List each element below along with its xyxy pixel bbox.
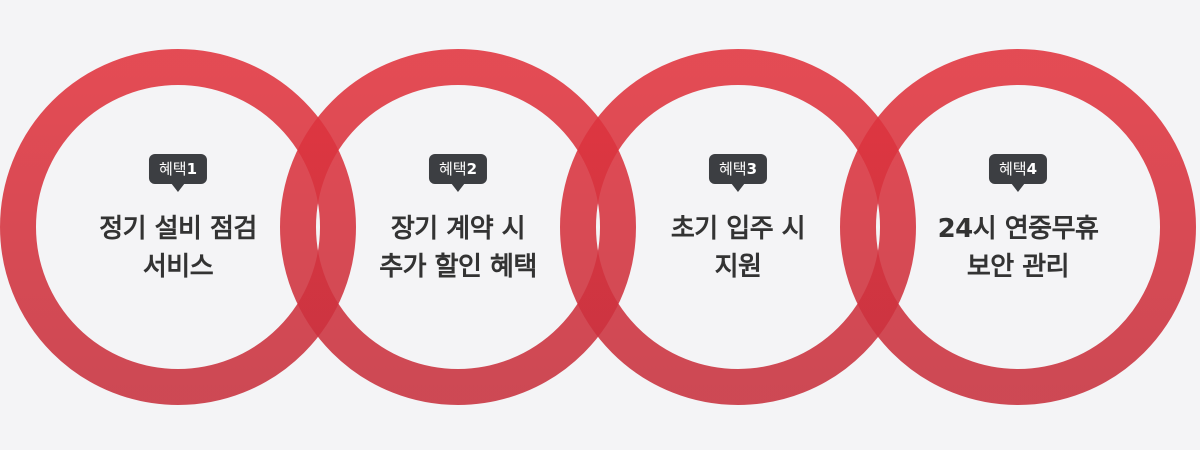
- benefit-title-line-1: 초기 입주 시: [670, 214, 806, 244]
- benefit-badge: 혜택4: [988, 154, 1048, 184]
- benefit-badge: 혜택2: [428, 154, 488, 184]
- badge-prefix: 혜택: [718, 160, 747, 178]
- ring-3: [560, 49, 916, 405]
- benefit-1: 혜택1 정기 설비 점검 서비스: [58, 0, 298, 450]
- benefit-badge: 혜택1: [148, 154, 208, 184]
- benefit-title-line-1: 장기 계약 시: [390, 214, 526, 244]
- benefit-title-line-1: 정기 설비 점검: [99, 214, 257, 244]
- badge-prefix: 혜택: [998, 160, 1027, 178]
- badge-prefix: 혜택: [158, 160, 187, 178]
- benefit-title-line-2: 서비스: [142, 252, 214, 282]
- benefit-4: 혜택4 24시 연중무휴 보안 관리: [898, 0, 1138, 450]
- benefit-title-line-2: 지원: [714, 252, 762, 282]
- ring-4: [840, 49, 1196, 405]
- benefit-title-line-2: 추가 할인 혜택: [379, 252, 537, 282]
- ring-2: [280, 49, 636, 405]
- benefit-title-line-2: 보안 관리: [966, 252, 1070, 282]
- badge-number: 4: [1026, 160, 1038, 178]
- benefit-badge: 혜택3: [708, 154, 768, 184]
- benefit-title-line-1: 24시 연중무휴: [937, 214, 1099, 244]
- ring-1: [0, 49, 356, 405]
- benefit-2: 혜택2 장기 계약 시 추가 할인 혜택: [338, 0, 578, 450]
- badge-number: 2: [466, 160, 478, 178]
- badge-number: 3: [746, 160, 758, 178]
- badge-number: 1: [186, 160, 198, 178]
- badge-prefix: 혜택: [438, 160, 467, 178]
- benefit-3: 혜택3 초기 입주 시 지원: [618, 0, 858, 450]
